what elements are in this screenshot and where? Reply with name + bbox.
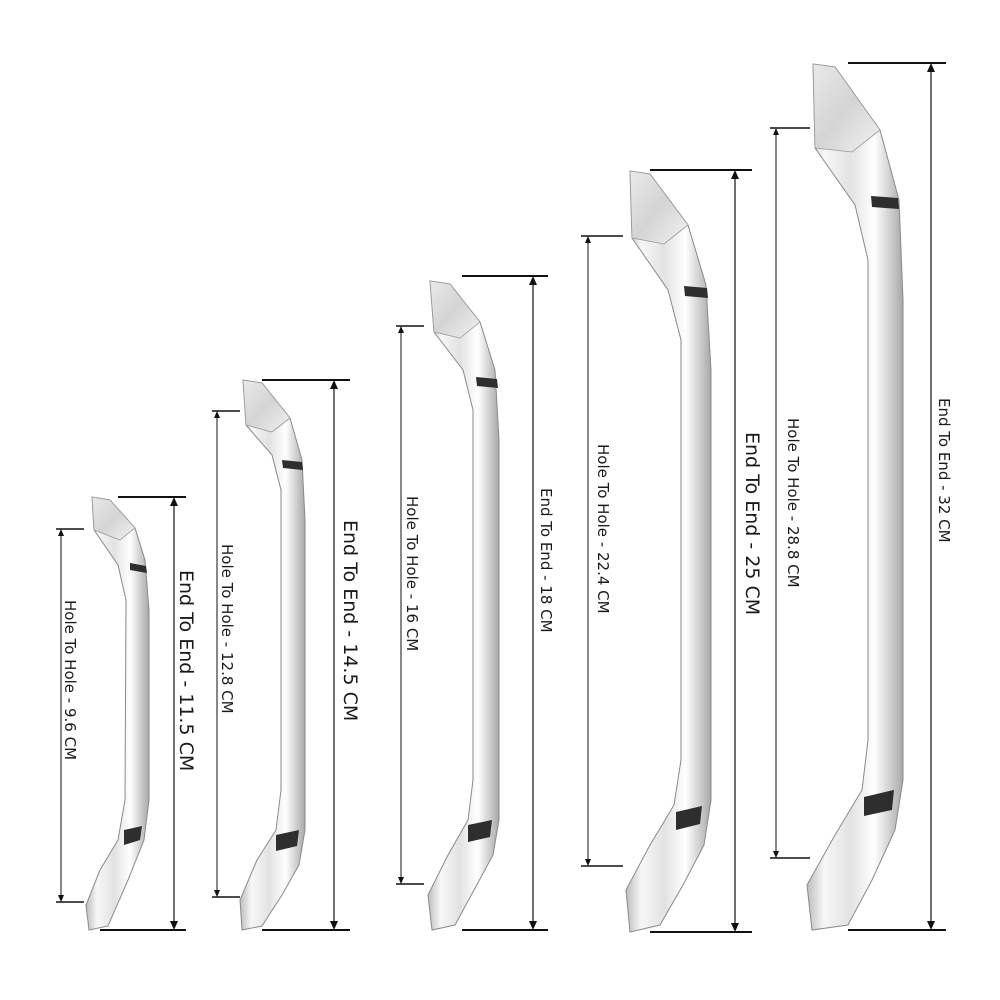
end-to-end-label-1: End To End - 11.5 CM	[175, 570, 197, 771]
end-to-end-label-5: End To End - 32 CM	[935, 398, 953, 543]
end-to-end-label-2: End To End - 14.5 CM	[339, 520, 361, 721]
hole-to-hole-label-4: Hole To Hole - 22.4 CM	[594, 444, 612, 614]
handle-body-2	[239, 379, 306, 931]
hole-to-hole-label-1: Hole To Hole - 9.6 CM	[61, 600, 79, 760]
arrowheads	[58, 63, 935, 932]
hole-to-hole-label-5: Hole To Hole - 28.8 CM	[784, 418, 802, 588]
end-to-end-label-3: End To End - 18 CM	[537, 488, 555, 633]
end-to-end-label-4: End To End - 25 CM	[741, 432, 763, 615]
hole-to-hole-label-3: Hole To Hole - 16 CM	[403, 496, 421, 651]
handle-body-4	[625, 170, 712, 933]
handle-body-3	[427, 280, 500, 931]
handle-body-1	[85, 496, 150, 931]
hole-to-hole-label-2: Hole To Hole - 12.8 CM	[218, 544, 236, 714]
handle-group-5: Hole To Hole - 28.8 CM End To End - 32 C…	[770, 62, 953, 931]
handle-group-3: Hole To Hole - 16 CM End To End - 18 CM	[396, 275, 555, 931]
handle-body-5	[806, 63, 904, 931]
handle-group-1: Hole To Hole - 9.6 CM End To End - 11.5 …	[56, 496, 197, 931]
handle-group-2: Hole To Hole - 12.8 CM End To End - 14.5…	[212, 379, 361, 931]
handle-group-4: Hole To Hole - 22.4 CM End To End - 25 C…	[581, 169, 763, 933]
